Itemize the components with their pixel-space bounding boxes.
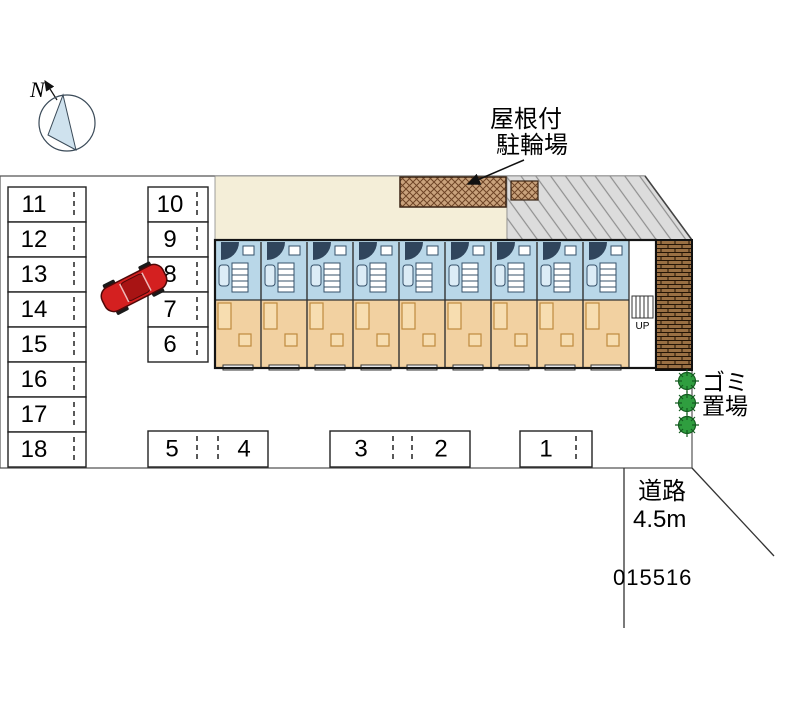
garbage-label-line1: ゴミ — [702, 369, 748, 395]
garbage-area: ゴミ 置場 — [674, 368, 748, 438]
compass-needle — [47, 93, 77, 151]
compass: N — [29, 77, 96, 152]
parking-stall-number: 4 — [237, 436, 250, 463]
parking-stall: 18 — [7, 431, 87, 468]
stair-treads — [631, 295, 654, 319]
plan-number: 015516 — [613, 565, 692, 590]
parking-stall-pair: 5 4 — [147, 430, 269, 468]
parking-stall: 16 — [7, 361, 87, 398]
compass-circle — [38, 94, 96, 152]
car-wheel — [138, 261, 152, 271]
parking-stall-number: 9 — [163, 226, 176, 253]
parking-stall-number: 7 — [163, 296, 176, 323]
parking-stall-number: 17 — [21, 401, 48, 428]
parking-stall: 11 — [7, 186, 87, 223]
garbage-label-line2: 置場 — [702, 393, 748, 419]
stairwell: UP — [628, 239, 657, 369]
bike-shed-label-line1: 屋根付 — [490, 106, 562, 133]
slope-hatch-area — [506, 175, 693, 241]
road-label: 道路 — [638, 478, 686, 505]
parking-left-column: 11 12 13 14 15 16 17 18 — [7, 186, 87, 468]
parking-stall: 10 — [147, 186, 209, 223]
parking-stall-number: 6 — [163, 331, 176, 358]
parking-stall-number: 1 — [539, 436, 552, 463]
parking-stall: 15 — [7, 326, 87, 363]
bike-shed-callout: 屋根付 駐輪場 — [466, 106, 568, 185]
parking-stall: 6 — [147, 326, 209, 363]
road-width-label: 4.5m — [633, 506, 686, 533]
stair-up-label: UP — [636, 321, 650, 332]
parking-stall-number: 10 — [157, 191, 184, 218]
slope-edge-line — [644, 175, 693, 241]
car-wheel — [102, 279, 116, 290]
bike-shed-label-line2: 駐輪場 — [496, 132, 568, 159]
parking-stall: 14 — [7, 291, 87, 328]
unit-divider-walls — [260, 242, 584, 368]
bike-shed-arrow — [466, 159, 525, 185]
parking-stall: 13 — [7, 256, 87, 293]
car-windows — [118, 272, 152, 303]
car-wheel — [151, 287, 165, 297]
parking-stall-number: 18 — [21, 436, 48, 463]
parking-stall-number: 3 — [354, 436, 367, 463]
parking-stall-number: 11 — [22, 191, 47, 218]
road: 道路 4.5m — [623, 467, 775, 628]
compass-north-label: N — [29, 77, 46, 102]
parking-stall: 7 — [147, 291, 209, 328]
parking-lower-row: 5 4 3 2 1 — [147, 430, 593, 468]
parking-stall-number: 15 — [21, 331, 48, 358]
parking-stall-number: 2 — [434, 436, 447, 463]
parking-stall-number: 16 — [21, 366, 48, 393]
bike-shed — [399, 176, 539, 208]
compass-north-arrow — [44, 79, 58, 101]
car-wheel — [115, 305, 129, 315]
parking-stall: 1 — [519, 430, 593, 468]
car-illustration — [100, 261, 168, 315]
parking-stall-pair: 3 2 — [329, 430, 471, 468]
building: UP — [213, 238, 693, 371]
parking-stall: 12 — [7, 221, 87, 258]
parking-stall-number: 5 — [165, 436, 178, 463]
parking-stall-number: 12 — [21, 226, 48, 253]
parking-stall: 17 — [7, 396, 87, 433]
road-edge-line — [691, 467, 775, 557]
parking-stall-number: 14 — [21, 296, 48, 323]
parking-stall-number: 13 — [21, 261, 48, 288]
parking-stall: 9 — [147, 221, 209, 258]
brick-wall — [655, 239, 693, 371]
unit-lower-zone — [215, 300, 629, 368]
